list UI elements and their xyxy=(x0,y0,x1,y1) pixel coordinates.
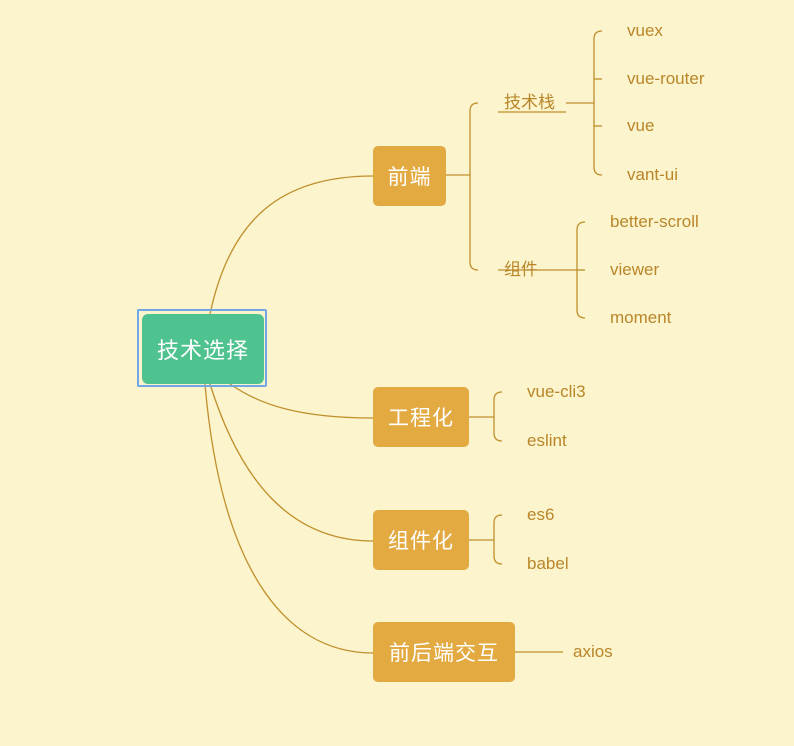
connector-root-frontend xyxy=(209,175,374,315)
root-selection-frame xyxy=(137,309,267,387)
branch-engineering[interactable]: 工程化 xyxy=(373,387,469,447)
subtopic-tech-stack[interactable]: 技术栈 xyxy=(504,93,555,112)
leaf-axios[interactable]: axios xyxy=(573,642,613,661)
leaf-es6[interactable]: es6 xyxy=(527,505,555,524)
branch-frontend-backend-interaction[interactable]: 前后端交互 xyxy=(373,622,515,682)
leaf-eslint[interactable]: eslint xyxy=(527,431,567,450)
branch-componentization[interactable]: 组件化 xyxy=(373,510,469,570)
leaf-vue-cli3[interactable]: vue-cli3 xyxy=(527,382,586,401)
connector-engineering-bracket xyxy=(493,391,503,442)
leaf-vue[interactable]: vue xyxy=(627,116,655,135)
leaf-moment[interactable]: moment xyxy=(610,308,672,327)
leaf-babel[interactable]: babel xyxy=(527,554,569,573)
leaf-vuex[interactable]: vuex xyxy=(627,21,663,40)
connector-root-frontend-backend xyxy=(204,383,374,654)
leaf-viewer[interactable]: viewer xyxy=(610,260,660,279)
connector-techstack-bracket xyxy=(593,30,603,176)
connector-frontend-bracket xyxy=(469,102,479,271)
connector-root-componentization xyxy=(209,383,374,542)
connector-root-engineering xyxy=(229,383,374,419)
branch-frontend[interactable]: 前端 xyxy=(373,146,446,206)
subtopic-components[interactable]: 组件 xyxy=(504,260,538,279)
leaf-vue-router[interactable]: vue-router xyxy=(627,69,705,88)
root-node[interactable]: 技术选择 xyxy=(142,314,264,384)
leaf-better-scroll[interactable]: better-scroll xyxy=(610,212,699,231)
leaf-vant-ui[interactable]: vant-ui xyxy=(627,165,679,184)
connector-componentization-bracket xyxy=(493,514,503,565)
